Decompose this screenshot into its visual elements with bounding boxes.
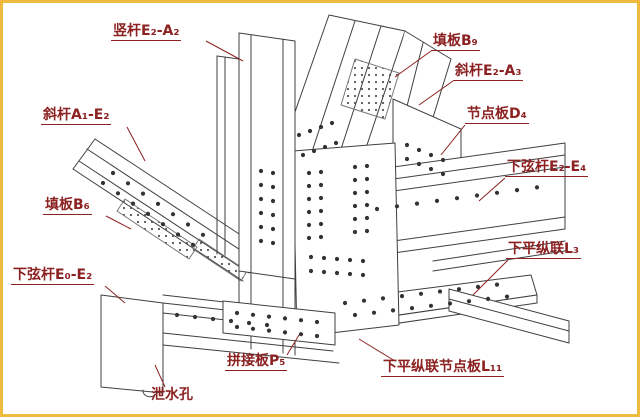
label-text: 下平纵联L₃: [508, 241, 580, 257]
label-text: 下弦杆E₀-E₂: [13, 267, 93, 283]
label-text: 泄水孔: [151, 387, 193, 403]
rivet-dots: [100, 120, 540, 339]
label-text: 斜杆E₂-A₃: [455, 63, 522, 79]
label-splice-plate-p5: 拼接板P₅: [225, 353, 288, 372]
leader-lines: [104, 40, 509, 388]
label-lower-chord-e0-e2: 下弦杆E₀-E₂: [11, 267, 95, 286]
label-diagonal-member-e2-a3: 斜杆E₂-A₃: [453, 63, 524, 82]
label-text: 下弦杆E₂-E₄: [507, 159, 587, 175]
label-lower-lateral-gusset-l11: 下平纵联节点板L₁₁: [381, 359, 505, 378]
label-drain-hole: 泄水孔: [149, 387, 195, 404]
label-diagonal-member-a1-e2: 斜杆A₁-E₂: [41, 107, 112, 126]
label-text: 下平纵联节点板L₁₁: [383, 359, 503, 375]
label-lower-chord-e2-e4: 下弦杆E₂-E₄: [505, 159, 589, 178]
label-gusset-plate-d4: 节点板D₄: [465, 106, 529, 125]
label-filler-plate-b9: 填板B₉: [431, 33, 480, 52]
joint-isometric-drawing: [72, 14, 570, 398]
label-text: 竖杆E₂-A₂: [113, 23, 180, 39]
diagonal-member-a1-e2-drawing: [72, 138, 266, 282]
label-text: 填板B₉: [433, 33, 478, 49]
label-filler-plate-b6: 填板B₆: [43, 197, 92, 216]
label-vertical-member: 竖杆E₂-A₂: [111, 23, 182, 42]
central-gusset-plate-drawing: [292, 142, 400, 338]
label-text: 斜杆A₁-E₂: [43, 107, 110, 123]
label-lower-lateral-bracing-l3: 下平纵联L₃: [506, 241, 582, 260]
label-text: 填板B₆: [45, 197, 90, 213]
label-text: 拼接板P₅: [227, 353, 286, 369]
splice-plate-p5-drawing: [222, 300, 336, 346]
label-text: 节点板D₄: [467, 106, 527, 122]
